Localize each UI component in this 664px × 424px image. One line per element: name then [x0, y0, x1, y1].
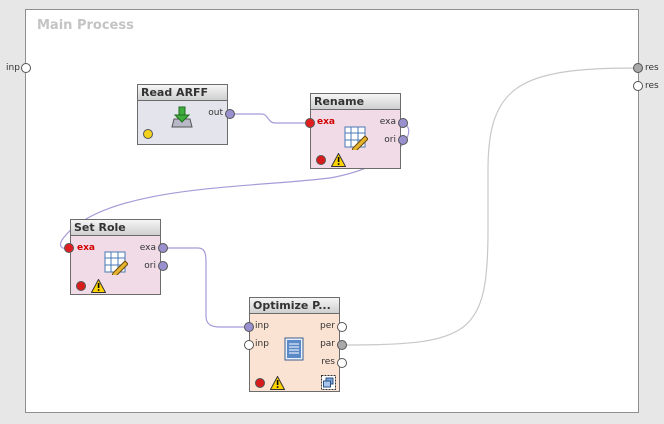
read-arff-output-port[interactable] [225, 109, 235, 119]
warning-icon [331, 153, 346, 167]
wire-readarff-rename[interactable] [233, 113, 307, 124]
output-port-label: out [208, 108, 223, 118]
table-edit-icon [344, 126, 368, 150]
operator-title: Set Role [71, 220, 160, 236]
optimize-output-port-per[interactable] [337, 322, 347, 332]
operator-title: Rename [311, 94, 400, 110]
rename-input-port[interactable] [305, 118, 315, 128]
optimize-input-port-1[interactable] [244, 322, 254, 332]
rename-output-port-exa[interactable] [398, 118, 408, 128]
input-port-label: inp [255, 339, 269, 349]
operator-title: Optimize P... [250, 298, 339, 314]
output-port-label: ori [144, 261, 156, 271]
process-input-port-label: inp [6, 63, 20, 73]
canvas-title: Main Process [37, 18, 134, 33]
output-port-label: ori [384, 135, 396, 145]
wire-optimize-res[interactable] [344, 67, 637, 346]
output-port-label: per [320, 321, 335, 331]
set-role-output-port-ori[interactable] [158, 261, 168, 271]
operator-title: Read ARFF [138, 85, 227, 101]
output-port-label: exa [139, 243, 156, 253]
warning-icon [91, 279, 106, 293]
operator-optimize-parameters[interactable]: Optimize P... inp inp per par res [249, 297, 340, 392]
operator-rename[interactable]: Rename exa exa ori [310, 93, 401, 169]
set-role-output-port-exa[interactable] [158, 243, 168, 253]
warning-icon [270, 376, 285, 390]
status-indicator-error [76, 281, 86, 291]
output-port-label: exa [379, 117, 396, 127]
operator-set-role[interactable]: Set Role exa exa ori [70, 219, 161, 295]
input-port-label: inp [255, 321, 269, 331]
output-port-label: par [320, 339, 335, 349]
process-result-port-1[interactable] [633, 63, 643, 73]
operator-read-arff[interactable]: Read ARFF out [137, 84, 228, 145]
optimize-output-port-res[interactable] [337, 358, 347, 368]
wire-setrole-optimize[interactable] [167, 247, 247, 328]
status-indicator-error [255, 378, 265, 388]
optimize-output-port-par[interactable] [337, 340, 347, 350]
process-result-port-2[interactable] [633, 81, 643, 91]
rename-output-port-ori[interactable] [398, 135, 408, 145]
status-indicator-yellow [143, 129, 153, 139]
process-result-port-1-label: res [645, 63, 659, 73]
process-input-port[interactable] [21, 63, 31, 73]
import-arrow-icon [171, 106, 193, 128]
process-result-port-2-label: res [645, 81, 659, 91]
status-indicator-error [316, 155, 326, 165]
input-port-label: exa [317, 117, 335, 127]
set-role-input-port[interactable] [64, 243, 74, 253]
optimize-input-port-2[interactable] [244, 340, 254, 350]
subprocess-icon[interactable] [321, 375, 336, 390]
table-edit-icon [104, 251, 128, 275]
document-list-icon [284, 337, 304, 361]
output-port-label: res [321, 357, 335, 367]
input-port-label: exa [77, 243, 95, 253]
